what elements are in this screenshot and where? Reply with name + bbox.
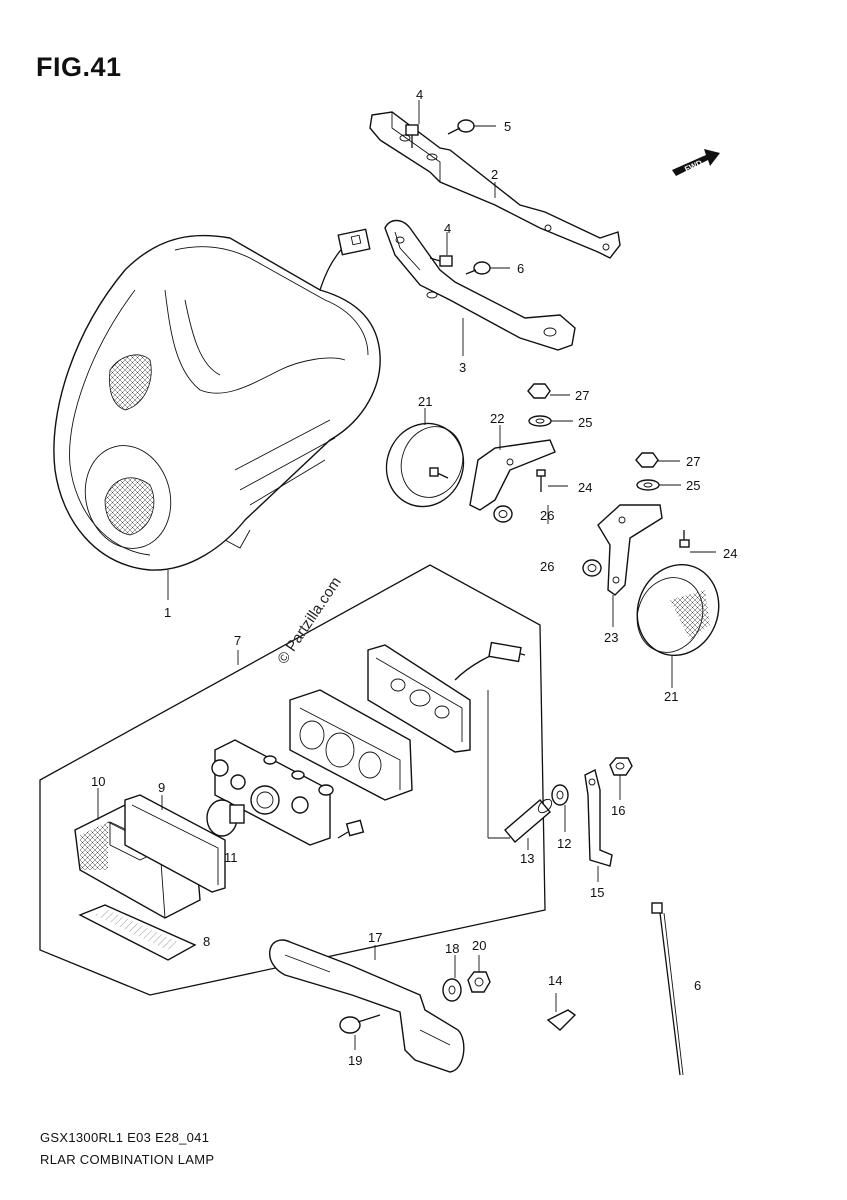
nut-27-upper xyxy=(527,383,570,399)
cable-tie-5 xyxy=(651,902,684,1076)
callout-5: 6 xyxy=(694,978,701,993)
callout-21b: 21 xyxy=(664,689,678,704)
fwd-arrow-icon: FWD xyxy=(672,149,720,176)
screw-24-upper xyxy=(536,469,568,492)
tail-lamp-housing xyxy=(53,228,381,571)
assembly-leaders xyxy=(487,690,510,839)
callout-17: 17 xyxy=(368,930,382,945)
washer-25-upper xyxy=(528,415,573,427)
diagram-code: GSX1300RL1 E03 E28_041 xyxy=(40,1130,210,1145)
callout-2: 2 xyxy=(491,167,498,182)
lamp-gasket xyxy=(367,641,526,753)
lamp-bezel xyxy=(289,689,413,801)
screw-6-upper xyxy=(447,119,496,135)
nut-26-upper xyxy=(493,505,513,523)
fwd-label: FWD xyxy=(683,158,704,174)
bulb xyxy=(206,799,245,837)
callout-26a: 26 xyxy=(540,508,554,523)
clip-14 xyxy=(546,993,577,1031)
callout-6b: 6 xyxy=(517,261,524,276)
callout-8: 8 xyxy=(203,934,210,949)
license-bracket-17 xyxy=(268,939,465,1073)
bolt-4-lower xyxy=(429,240,453,267)
reflector-21-upper xyxy=(385,422,465,508)
bulb-socket-plate xyxy=(211,739,334,846)
bracket-22 xyxy=(469,439,556,511)
callout-6a: 5 xyxy=(504,119,511,134)
socket-screw xyxy=(337,819,365,839)
upper-bracket xyxy=(369,111,621,259)
callout-4b: 4 xyxy=(444,221,451,236)
washer-25-lower xyxy=(636,479,681,491)
callout-3: 3 xyxy=(459,360,466,375)
clamp-15 xyxy=(584,768,613,882)
leader-lines xyxy=(167,100,673,688)
nut-27-lower xyxy=(635,452,680,468)
callout-15: 15 xyxy=(590,885,604,900)
callout-23: 23 xyxy=(604,630,618,645)
callout-20: 20 xyxy=(472,938,486,953)
callout-26b: 26 xyxy=(540,559,554,574)
callout-4a: 4 xyxy=(416,87,423,102)
washer-12 xyxy=(551,784,569,832)
callout-13: 13 xyxy=(520,851,534,866)
screw-24-lower xyxy=(679,530,716,553)
diagram-name: RLAR COMBINATION LAMP xyxy=(40,1152,215,1167)
bracket-23 xyxy=(597,504,663,596)
callout-11: 11 xyxy=(224,850,238,865)
reflector-21-lower xyxy=(636,563,720,657)
callout-7: 7 xyxy=(234,633,241,648)
lens-plate-8 xyxy=(78,904,197,961)
callout-19: 19 xyxy=(348,1053,362,1068)
bolt-4-upper xyxy=(405,112,420,148)
callout-25a: 25 xyxy=(578,415,592,430)
callout-16: 16 xyxy=(611,803,625,818)
callout-25b: 25 xyxy=(686,478,700,493)
callout-27a: 27 xyxy=(575,388,589,403)
lens-gasket-9 xyxy=(124,794,226,893)
callout-10: 10 xyxy=(91,774,105,789)
callout-27b: 27 xyxy=(686,454,700,469)
screw-6-lower xyxy=(465,261,510,275)
callout-18: 18 xyxy=(445,941,459,956)
callout-9: 9 xyxy=(158,780,165,795)
nut-26-lower xyxy=(582,559,602,577)
callout-12: 12 xyxy=(557,836,571,851)
callout-24b: 24 xyxy=(723,546,737,561)
callout-24a: 24 xyxy=(578,480,592,495)
callout-22: 22 xyxy=(490,411,504,426)
callout-21a: 21 xyxy=(418,394,432,409)
nut-16 xyxy=(609,757,633,800)
callout-labels: 4 5 2 4 6 3 1 27 21 22 25 27 25 24 26 24… xyxy=(91,87,737,1068)
screw-19 xyxy=(339,1014,381,1050)
callout-14: 14 xyxy=(548,973,562,988)
nut-20 xyxy=(467,955,491,993)
callout-1: 1 xyxy=(164,605,171,620)
figure-title: FIG.41 xyxy=(36,52,122,82)
watermark-text: © Partzilla.com xyxy=(274,574,345,667)
collar-13 xyxy=(504,798,553,850)
lower-bracket xyxy=(384,219,576,351)
assembly-box-7 xyxy=(39,564,546,996)
washer-18 xyxy=(442,955,462,1002)
